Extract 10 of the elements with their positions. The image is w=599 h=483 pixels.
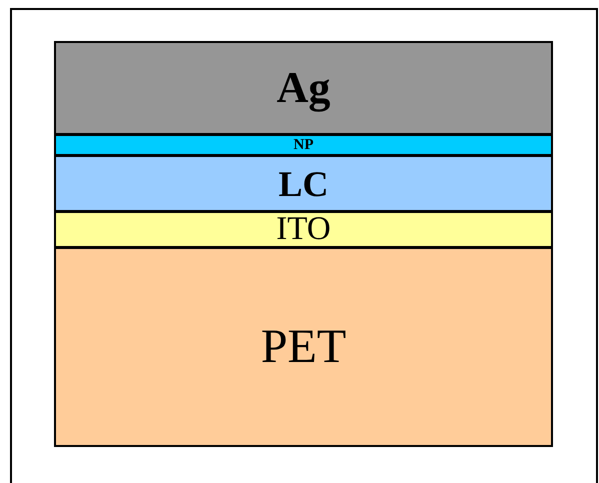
- layer-band: [54, 211, 553, 248]
- layer-label: NP: [294, 138, 314, 152]
- layer-band: [54, 41, 553, 135]
- layer-label: PET: [260, 323, 346, 371]
- layer-label: LC: [278, 166, 328, 202]
- layer-band: [54, 155, 553, 212]
- layer-label: Ag: [276, 66, 330, 110]
- layer-band: [54, 247, 553, 447]
- layer-label: ITO: [276, 213, 331, 246]
- layer-band: [54, 134, 553, 156]
